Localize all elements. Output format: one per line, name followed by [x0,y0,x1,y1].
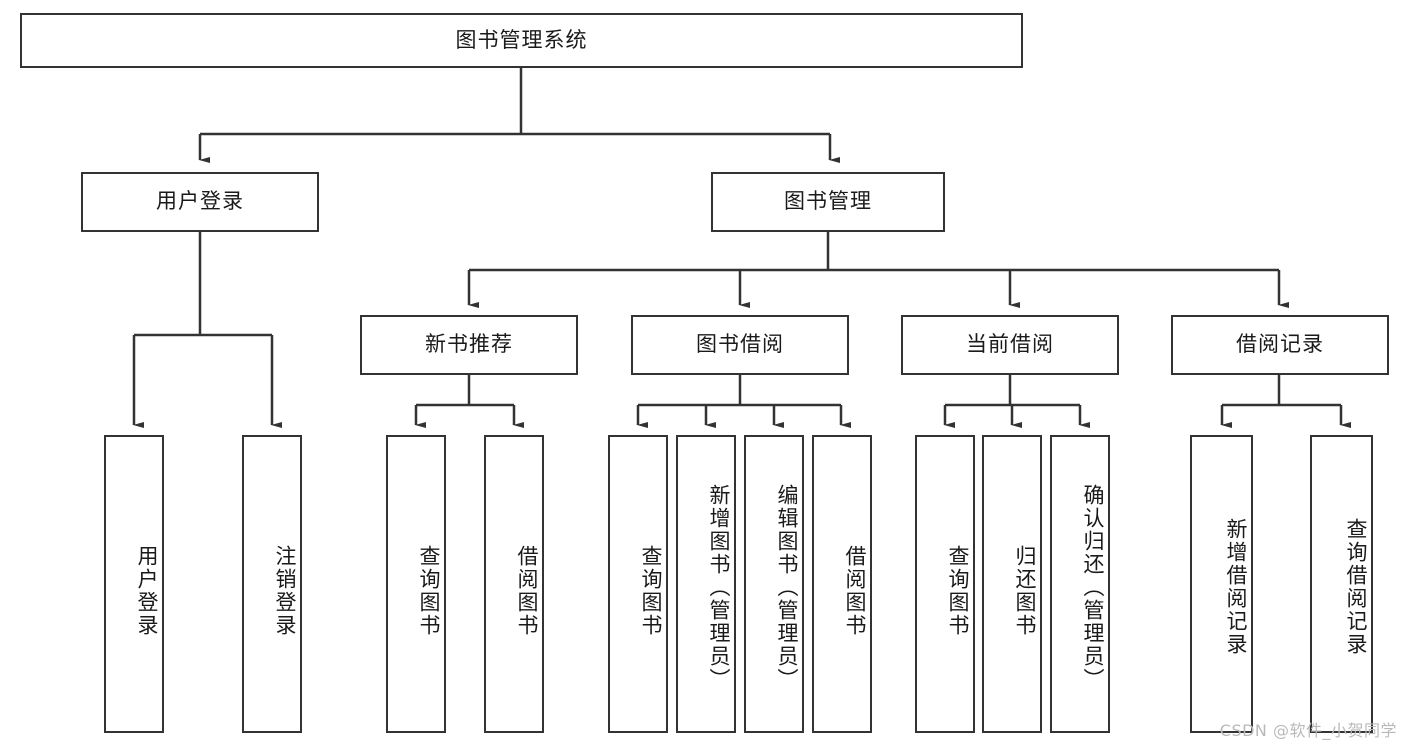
node-book-borrow[interactable]: 图书借阅 [631,315,849,375]
node-leaf-confirm-return-label: 确认归还（管理员） [1081,483,1105,691]
node-current-borrow[interactable]: 当前借阅 [901,315,1119,375]
node-leaf-logout-login-label: 注销登录 [273,545,297,637]
node-root[interactable]: 图书管理系统 [20,13,1023,68]
node-new-book-recommend[interactable]: 新书推荐 [360,315,578,375]
node-leaf-user-login-label: 用户登录 [135,545,159,637]
node-leaf-logout-login[interactable]: 注销登录 [242,435,302,733]
node-leaf-query-book-2[interactable]: 查询图书 [608,435,668,733]
node-book-borrow-label: 图书借阅 [696,332,784,357]
node-book-manage[interactable]: 图书管理 [711,172,945,232]
node-new-book-recommend-label: 新书推荐 [425,332,513,357]
node-leaf-edit-book[interactable]: 编辑图书（管理员） [744,435,804,733]
node-leaf-return-book-label: 归还图书 [1013,545,1037,637]
node-leaf-borrow-book-1[interactable]: 借阅图书 [484,435,544,733]
node-borrow-record-label: 借阅记录 [1236,332,1324,357]
node-current-borrow-label: 当前借阅 [966,332,1054,357]
node-leaf-edit-book-label: 编辑图书（管理员） [775,483,799,691]
node-leaf-query-record-label: 查询借阅记录 [1344,518,1368,656]
node-leaf-user-login[interactable]: 用户登录 [104,435,164,733]
node-leaf-add-book-label: 新增图书（管理员） [707,483,731,691]
node-borrow-record[interactable]: 借阅记录 [1171,315,1389,375]
watermark-text: CSDN @软件_小贺同学 [1219,721,1397,740]
node-leaf-confirm-return[interactable]: 确认归还（管理员） [1050,435,1110,733]
node-book-manage-label: 图书管理 [784,189,872,214]
node-leaf-query-book-1-label: 查询图书 [417,545,441,637]
node-leaf-query-book-3[interactable]: 查询图书 [915,435,975,733]
node-leaf-query-book-3-label: 查询图书 [946,545,970,637]
node-leaf-query-record[interactable]: 查询借阅记录 [1310,435,1373,733]
node-leaf-borrow-book-1-label: 借阅图书 [515,545,539,637]
node-leaf-add-record-label: 新增借阅记录 [1224,518,1248,656]
node-user-login-label: 用户登录 [156,189,244,214]
node-leaf-add-book[interactable]: 新增图书（管理员） [676,435,736,733]
node-leaf-query-book-1[interactable]: 查询图书 [386,435,446,733]
node-leaf-return-book[interactable]: 归还图书 [982,435,1042,733]
node-leaf-query-book-2-label: 查询图书 [639,545,663,637]
node-root-label: 图书管理系统 [455,27,588,52]
node-user-login[interactable]: 用户登录 [81,172,319,232]
node-leaf-add-record[interactable]: 新增借阅记录 [1190,435,1253,733]
node-leaf-borrow-book-2[interactable]: 借阅图书 [812,435,872,733]
node-leaf-borrow-book-2-label: 借阅图书 [843,545,867,637]
